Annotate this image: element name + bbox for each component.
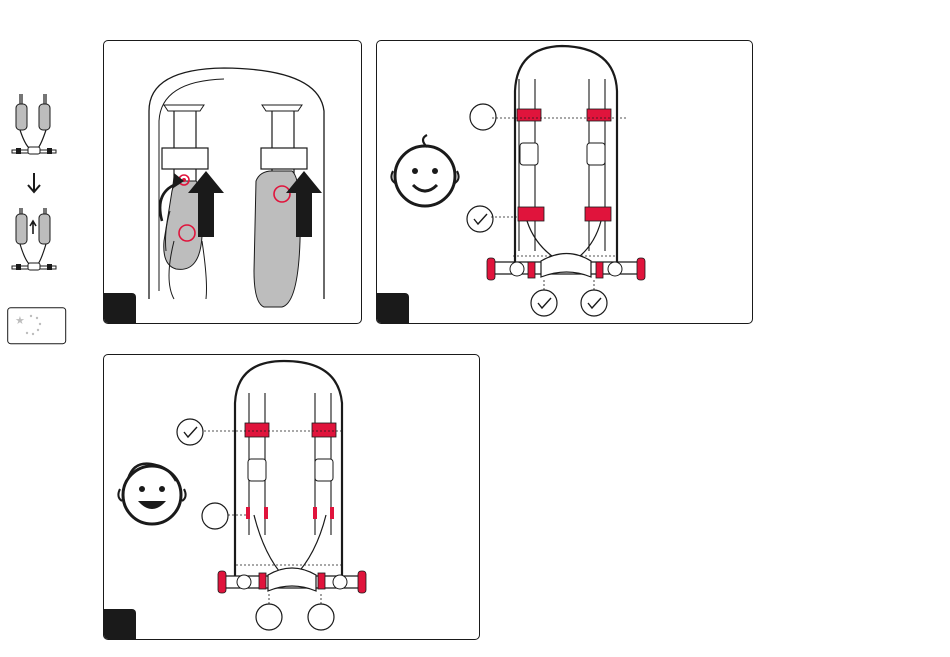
harness-strap-before-icon — [8, 92, 60, 160]
label-box — [261, 148, 307, 169]
step-number-badge — [103, 609, 136, 640]
panel-step-2 — [376, 40, 753, 324]
harness-child-illustration — [104, 355, 480, 640]
label-box — [162, 148, 208, 169]
check-circle-icon — [531, 290, 557, 316]
empty-circle-icon — [308, 604, 334, 630]
step-number-badge — [103, 293, 136, 324]
empty-circle-icon — [470, 104, 496, 130]
panel-step-1 — [103, 40, 362, 324]
baby-face-icon — [391, 135, 458, 206]
seat-back-illustration — [104, 41, 362, 324]
arrow-down-icon — [25, 172, 43, 194]
svg-text:★: ★ — [15, 314, 25, 327]
harness-strap-after-icon — [8, 206, 60, 276]
check-circle-icon — [467, 206, 493, 232]
empty-circle-icon — [202, 503, 228, 529]
check-circle-icon — [177, 419, 203, 445]
eu-flag-icon: ★ — [7, 307, 67, 345]
empty-circle-icon — [256, 604, 282, 630]
panel-step-3 — [103, 354, 480, 640]
child-face-icon — [118, 464, 185, 524]
check-circle-icon — [581, 290, 607, 316]
harness-infant-illustration — [377, 41, 753, 324]
sidebar: ★ — [0, 0, 100, 657]
step-number-badge — [376, 293, 409, 324]
